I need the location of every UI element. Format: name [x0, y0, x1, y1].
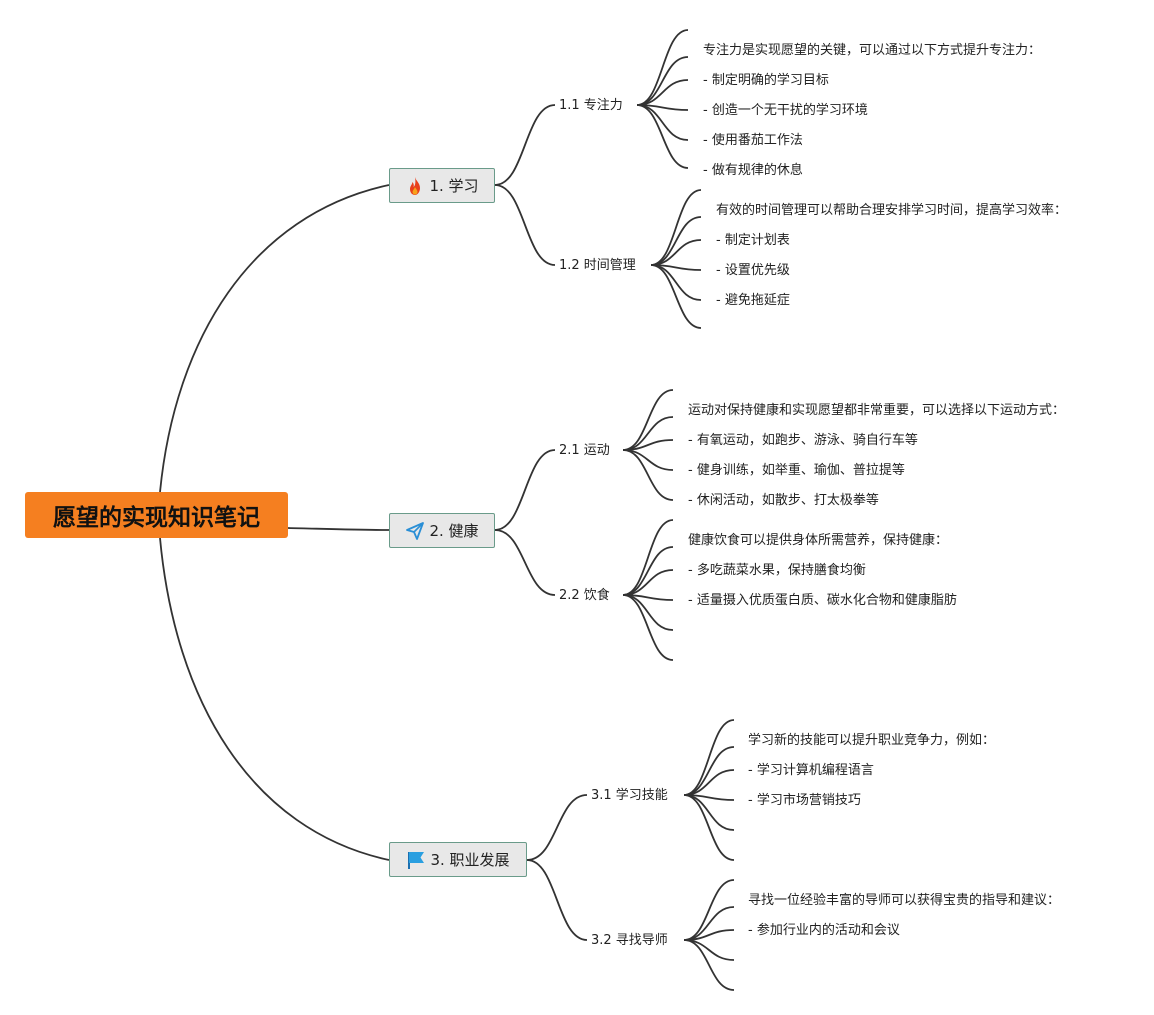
leaf-note[interactable]: 健康饮食可以提供身体所需营养，保持健康：	[688, 533, 949, 548]
connector-sub-leaf	[636, 104, 689, 169]
connector-sub-leaf	[650, 189, 702, 266]
leaf-note[interactable]: - 设置优先级	[716, 263, 790, 278]
topic-label: 3. 职业发展	[430, 851, 510, 869]
connector-topic-sub	[494, 104, 556, 186]
connector-sub-leaf	[683, 939, 735, 991]
connector-sub-leaf	[622, 389, 674, 451]
connector-sub-leaf	[683, 879, 735, 941]
leaf-note[interactable]: 运动对保持健康和实现愿望都非常重要，可以选择以下运动方式：	[688, 403, 1066, 418]
subtopic-learn-skills[interactable]: 3.1 学习技能	[591, 788, 668, 803]
topic-health[interactable]: 2. 健康	[389, 513, 495, 548]
connector-topic-sub	[494, 529, 556, 596]
topic-career[interactable]: 3. 职业发展	[389, 842, 527, 877]
topic-label: 1. 学习	[429, 177, 479, 195]
connector-topic-sub	[526, 794, 588, 861]
subtopic-find-mentor[interactable]: 3.2 寻找导师	[591, 933, 668, 948]
leaf-note[interactable]: - 健身训练，如举重、瑜伽、普拉提等	[688, 463, 905, 478]
root-topic[interactable]: 愿望的实现知识笔记	[25, 492, 288, 538]
leaf-note[interactable]: 学习新的技能可以提升职业竞争力，例如：	[748, 733, 996, 748]
leaf-note[interactable]: - 参加行业内的活动和会议	[748, 923, 900, 938]
connector-topic-sub	[526, 859, 588, 941]
leaf-note[interactable]: - 学习计算机编程语言	[748, 763, 874, 778]
leaf-note[interactable]: - 休闲活动，如散步、打太极拳等	[688, 493, 879, 508]
connector-root-health	[287, 527, 390, 531]
connector-sub-leaf	[622, 449, 674, 471]
leaf-note[interactable]: - 做有规律的休息	[703, 163, 803, 178]
flag-icon	[406, 850, 426, 870]
connector-sub-leaf	[622, 594, 674, 661]
connector-topic-sub	[494, 449, 556, 531]
connector-sub-leaf	[622, 519, 674, 596]
leaf-note[interactable]: - 制定计划表	[716, 233, 790, 248]
connector-sub-leaf	[636, 29, 689, 106]
root-title: 愿望的实现知识笔记	[53, 505, 260, 531]
topic-study[interactable]: 1. 学习	[389, 168, 495, 203]
topic-label: 2. 健康	[429, 522, 479, 540]
leaf-note[interactable]: 寻找一位经验丰富的导师可以获得宝贵的指导和建议：	[748, 893, 1061, 908]
leaf-note[interactable]: - 制定明确的学习目标	[703, 73, 829, 88]
connector-sub-leaf	[683, 939, 735, 961]
connector-root-career	[159, 537, 390, 861]
connector-sub-leaf	[622, 449, 674, 501]
paper-plane-icon	[405, 521, 425, 541]
connector-sub-leaf	[683, 794, 735, 861]
subtopic-focus[interactable]: 1.1 专注力	[559, 98, 623, 113]
subtopic-diet[interactable]: 2.2 饮食	[559, 588, 610, 603]
connector-sub-leaf	[650, 264, 702, 329]
subtopic-time-management[interactable]: 1.2 时间管理	[559, 258, 636, 273]
connector-root-study	[159, 184, 390, 493]
subtopic-exercise[interactable]: 2.1 运动	[559, 443, 610, 458]
leaf-note[interactable]: - 适量摄入优质蛋白质、碳水化合物和健康脂肪	[688, 593, 957, 608]
leaf-note[interactable]: - 学习市场营销技巧	[748, 793, 861, 808]
leaf-note[interactable]: - 创造一个无干扰的学习环境	[703, 103, 868, 118]
leaf-note[interactable]: 专注力是实现愿望的关键，可以通过以下方式提升专注力：	[703, 43, 1042, 58]
fire-icon	[405, 176, 425, 196]
leaf-note[interactable]: - 多吃蔬菜水果，保持膳食均衡	[688, 563, 866, 578]
leaf-note[interactable]: - 有氧运动，如跑步、游泳、骑自行车等	[688, 433, 918, 448]
connector-topic-sub	[494, 184, 556, 266]
connector-sub-leaf	[683, 719, 735, 796]
leaf-note[interactable]: 有效的时间管理可以帮助合理安排学习时间，提高学习效率：	[716, 203, 1068, 218]
leaf-note[interactable]: - 使用番茄工作法	[703, 133, 803, 148]
leaf-note[interactable]: - 避免拖延症	[716, 293, 790, 308]
